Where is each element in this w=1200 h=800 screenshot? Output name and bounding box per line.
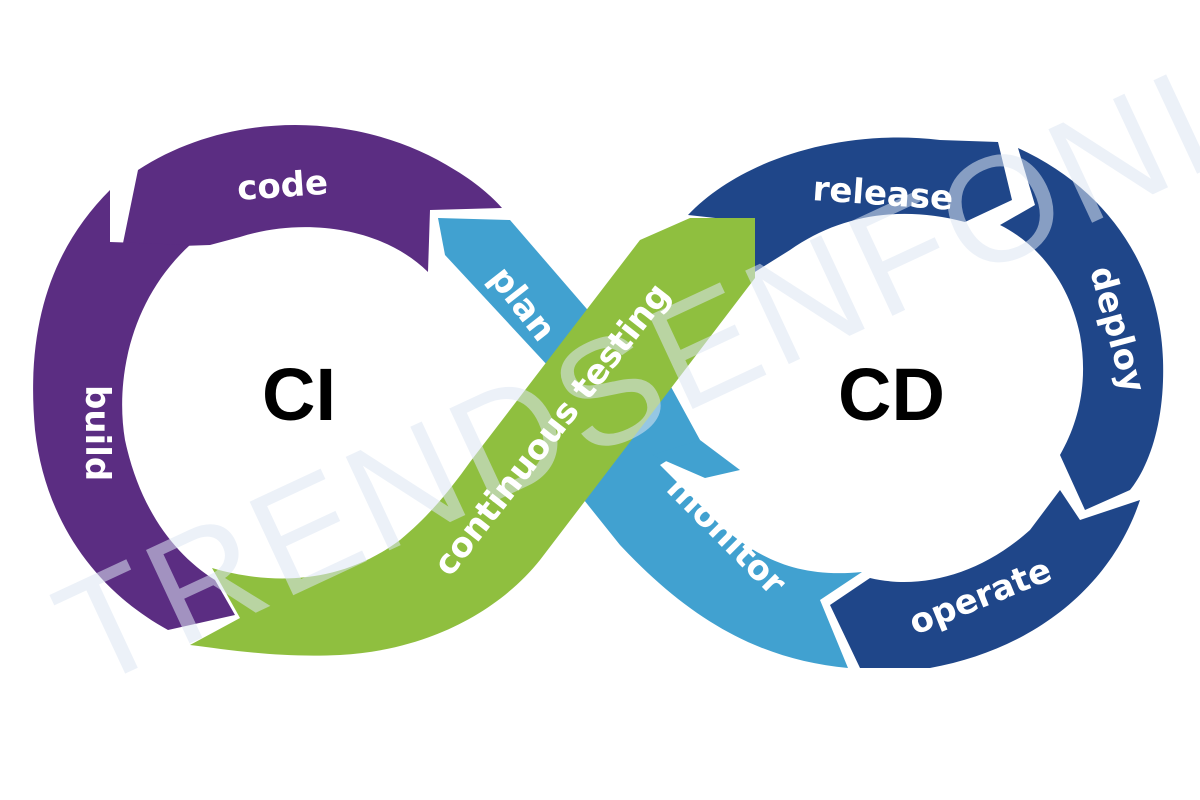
operate-segment <box>830 490 1140 668</box>
cd-ring <box>688 137 1164 668</box>
release-label: release <box>811 169 954 219</box>
build-segment <box>33 190 236 630</box>
ci-label: CI <box>262 353 336 436</box>
release-segment <box>688 137 1012 275</box>
code-segment <box>122 125 502 272</box>
cd-label: CD <box>838 353 945 436</box>
code-label: code <box>236 163 329 209</box>
monitor-arrowhead <box>652 440 740 478</box>
ci-ring <box>33 125 502 630</box>
continuous-testing-band <box>190 218 755 656</box>
deploy-segment <box>1000 148 1164 510</box>
build-label: build <box>77 385 117 481</box>
continuous-testing-arrow <box>190 218 755 656</box>
